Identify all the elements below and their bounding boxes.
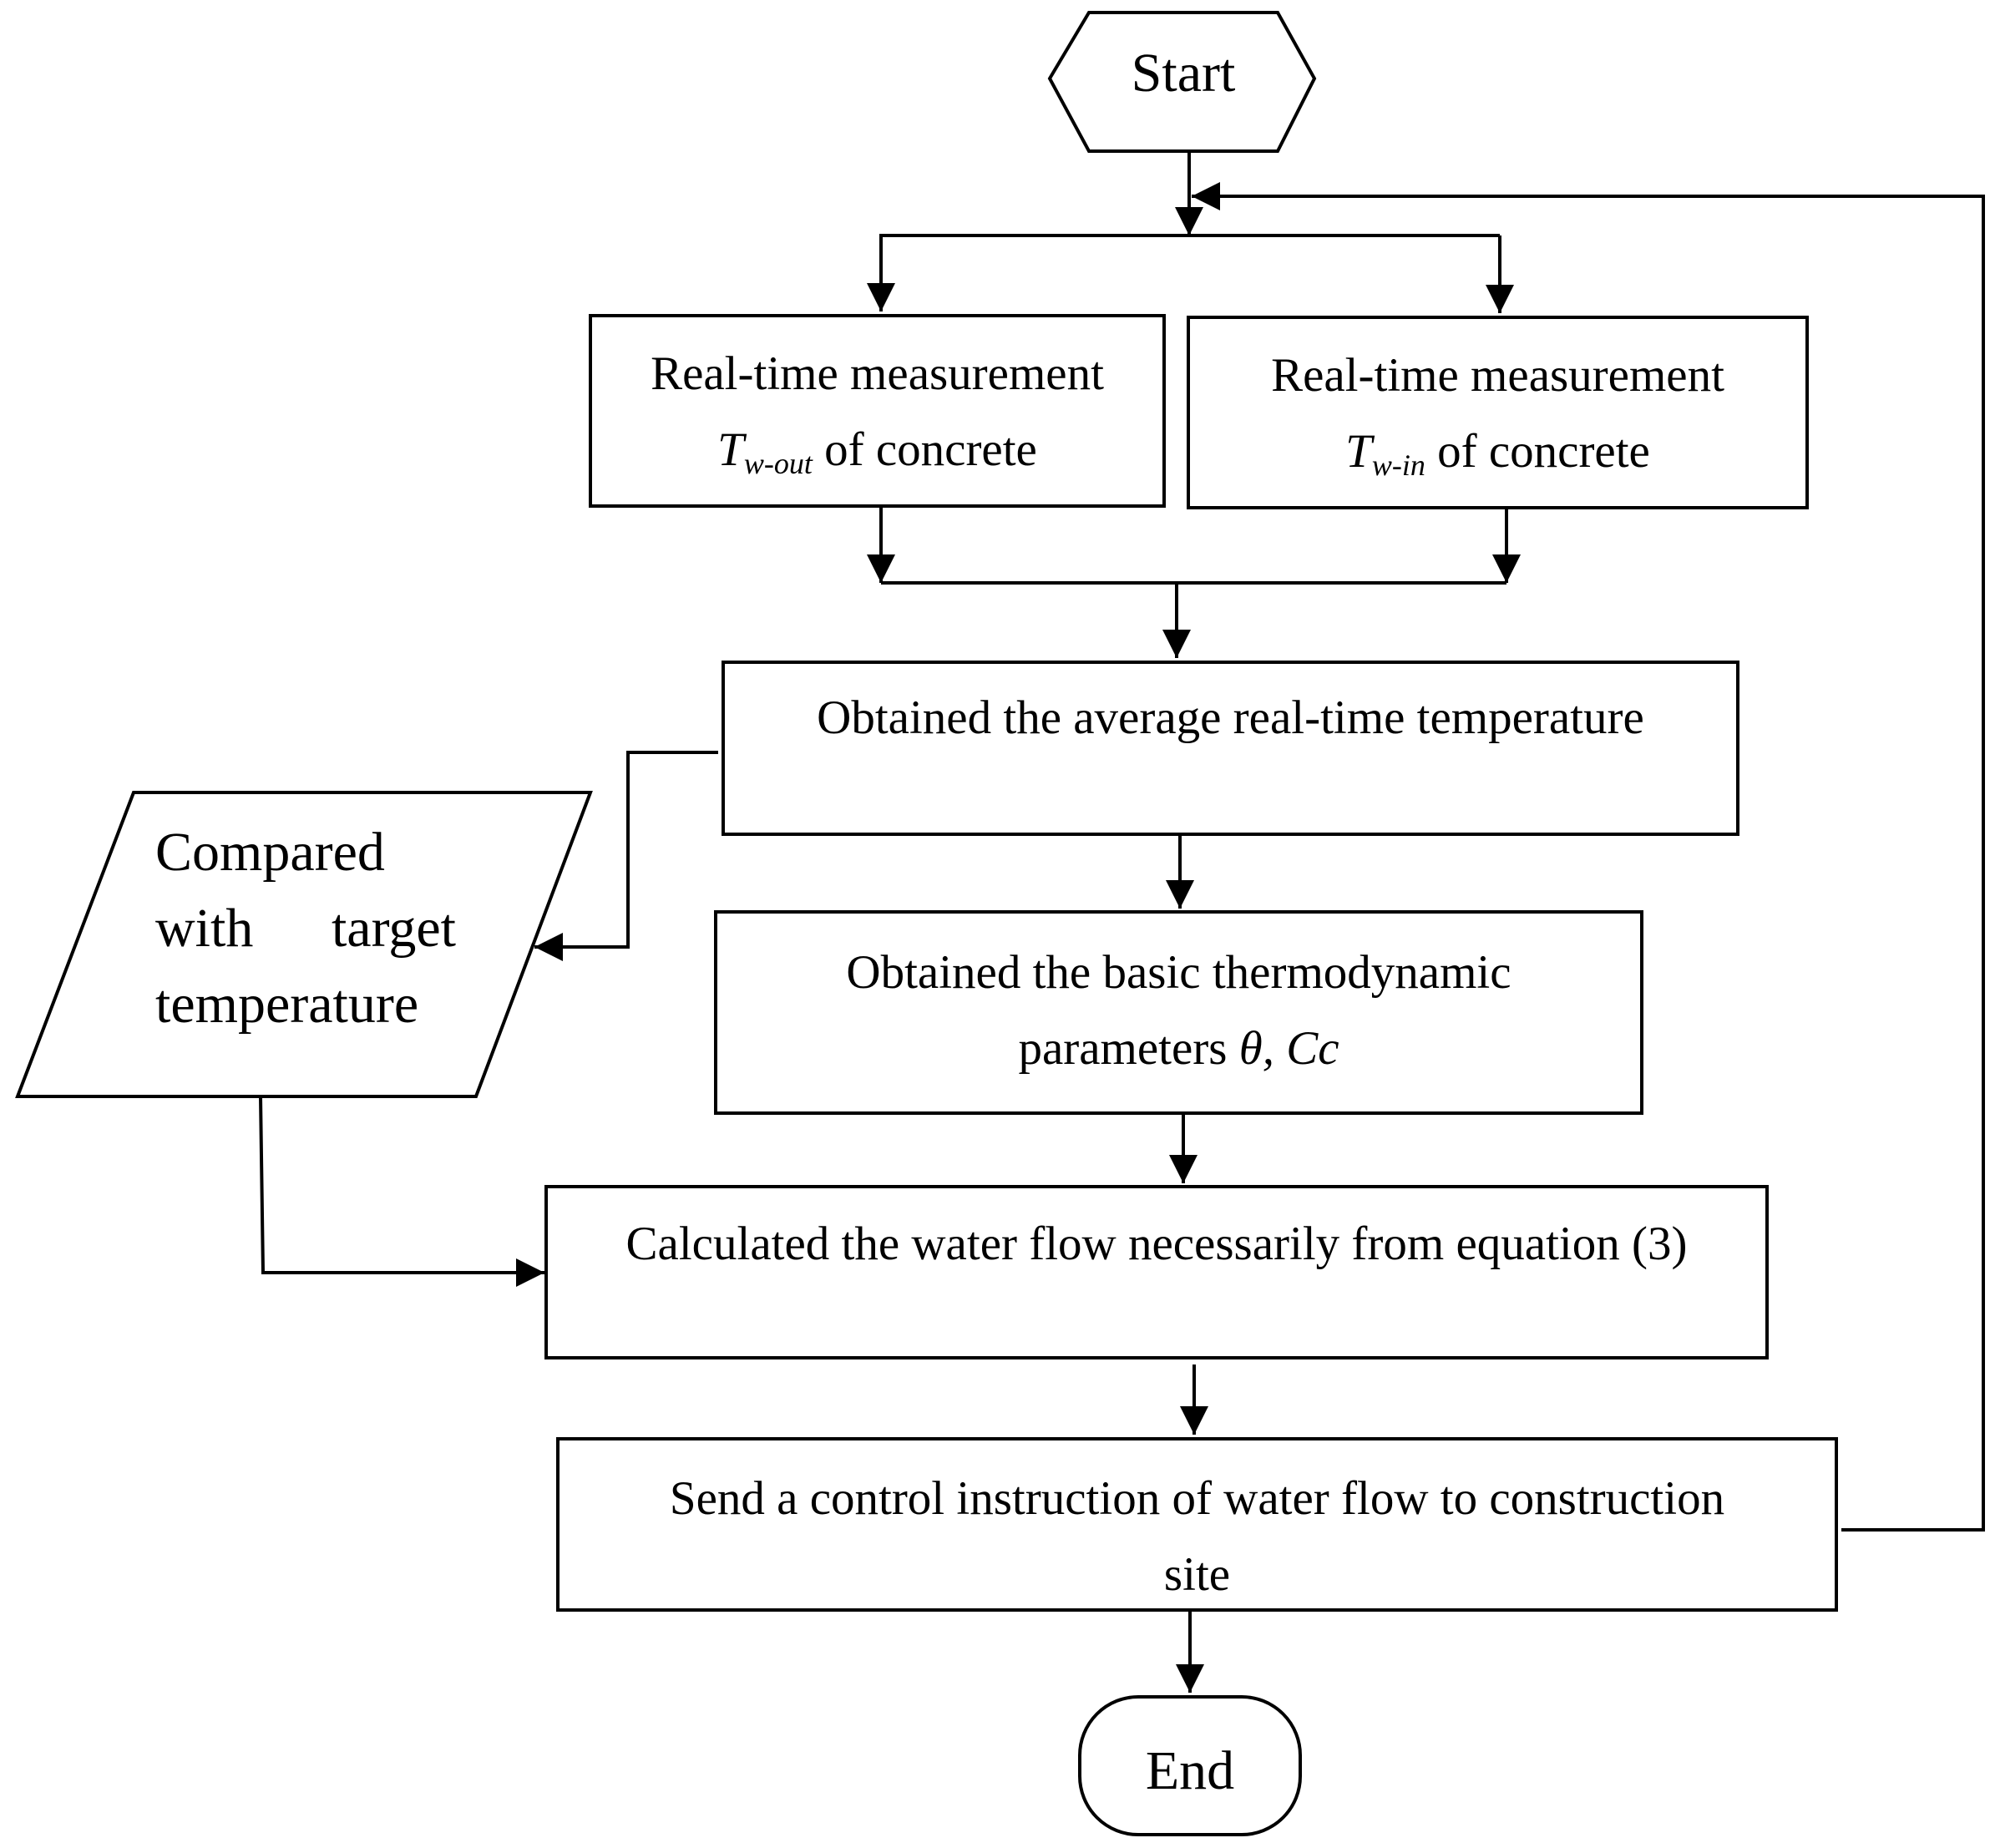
measure-in-line2: Tw-in of concrete: [1188, 413, 1807, 504]
calculate-box: [544, 1185, 1769, 1359]
compare-line2-a: with: [155, 898, 254, 959]
end-node: [1078, 1695, 1302, 1836]
thermo-box: [714, 910, 1643, 1115]
measure-out-rest: of concrete: [812, 423, 1037, 476]
end-label: End: [1080, 1733, 1300, 1809]
start-label: Start: [1050, 35, 1317, 111]
average-box: [722, 661, 1739, 836]
end-text: End: [1145, 1740, 1235, 1801]
compare-line3: temperature: [155, 974, 419, 1035]
measure-out-subscript: w-out: [743, 447, 813, 480]
send-box: [556, 1437, 1838, 1612]
thermo-symbols: θ, Cc: [1238, 1022, 1339, 1075]
average-text: Obtained the average real-time temperatu…: [817, 691, 1644, 744]
compare-line1: Compared: [155, 822, 385, 883]
calculate-label: Calculated the water flow necessarily fr…: [546, 1206, 1767, 1282]
start-text: Start: [1131, 43, 1236, 104]
thermo-line2-text: parameters: [1018, 1022, 1239, 1075]
thermo-line1: Obtained the basic thermodynamic: [846, 946, 1511, 999]
thermo-line2: parameters θ, Cc: [716, 1010, 1642, 1086]
measure-in-rest: of concrete: [1425, 425, 1650, 478]
send-label: Send a control instruction of water flow…: [558, 1461, 1836, 1613]
compare-label: Compared with target temperature: [155, 814, 456, 1042]
measure-in-line1: Real-time measurement: [1271, 349, 1724, 402]
send-line2: site: [1163, 1548, 1231, 1601]
connector-compare-to-calculate: [259, 1096, 544, 1287]
measure-in-symbol: T: [1345, 425, 1372, 478]
calculate-text: Calculated the water flow necessarily fr…: [625, 1218, 1688, 1270]
measure-in-box: [1187, 316, 1809, 509]
average-label: Obtained the average real-time temperatu…: [723, 680, 1738, 756]
connector-feedback-loop: [1192, 182, 1985, 1532]
compare-line2-b: target: [331, 898, 456, 959]
thermo-label: Obtained the basic thermodynamic paramet…: [716, 934, 1642, 1086]
measure-out-line1: Real-time measurement: [651, 347, 1104, 400]
measure-in-subscript: w-in: [1371, 448, 1425, 482]
measure-out-box: [589, 314, 1166, 508]
connector-average-to-compare: [534, 751, 718, 961]
measure-out-line2: Tw-out of concrete: [590, 412, 1164, 502]
measure-out-label: Real-time measurement Tw-out of concrete: [590, 336, 1164, 502]
send-line1: Send a control instruction of water flow…: [669, 1472, 1725, 1525]
start-node: [1047, 11, 1317, 153]
measure-in-label: Real-time measurement Tw-in of concrete: [1188, 337, 1807, 504]
compare-node: [15, 791, 593, 1098]
compare-line2: with target: [155, 890, 456, 966]
measure-out-symbol: T: [717, 423, 744, 476]
